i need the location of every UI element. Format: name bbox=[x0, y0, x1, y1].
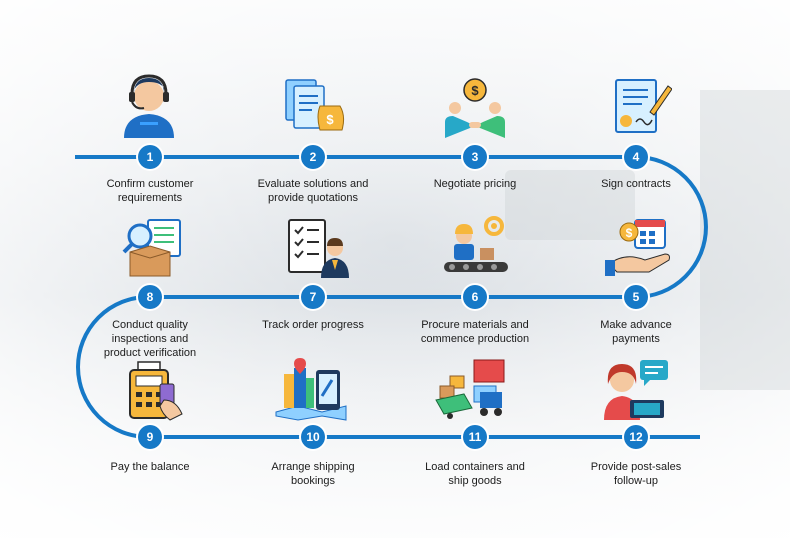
ceiling-unit bbox=[505, 170, 635, 240]
step-label-12: Provide post-sales follow-up bbox=[590, 461, 682, 487]
step-label-10: Arrange shipping bookings bbox=[271, 461, 355, 487]
production-line-icon bbox=[444, 216, 508, 272]
quotation-documents-icon: $ bbox=[285, 79, 345, 131]
step-label-11: Load containers and ship goods bbox=[425, 461, 525, 487]
step-label-4: Sign contracts bbox=[601, 178, 671, 190]
step-badge-6: 6 bbox=[463, 285, 487, 309]
step-label-9: Pay the balance bbox=[110, 461, 190, 473]
step-badge-10: 10 bbox=[301, 425, 325, 449]
step-badge-3: 3 bbox=[463, 145, 487, 169]
step-badge-1: 1 bbox=[138, 145, 162, 169]
step-label-3: Negotiate pricing bbox=[433, 178, 517, 190]
payment-hand-icon: $ bbox=[605, 219, 670, 276]
step-badge-2: 2 bbox=[301, 145, 325, 169]
step-label-1: Confirm customer requirements bbox=[106, 178, 194, 204]
step-badge-5: 5 bbox=[624, 285, 648, 309]
quality-inspection-icon bbox=[122, 219, 181, 277]
step-label-8: Conduct quality inspections and product … bbox=[103, 319, 197, 359]
support-agent-icon bbox=[604, 360, 668, 420]
handshake-negotiation-icon: $ bbox=[445, 78, 505, 138]
customer-service-agent-icon bbox=[124, 74, 174, 138]
wall-panel bbox=[700, 90, 790, 390]
svg-text:$: $ bbox=[326, 112, 334, 127]
svg-text:$: $ bbox=[626, 226, 633, 240]
step-badge-4: 4 bbox=[624, 145, 648, 169]
contract-signing-icon bbox=[615, 79, 672, 133]
step-badge-8: 8 bbox=[138, 285, 162, 309]
step-label-6: Procure materials and commence productio… bbox=[420, 319, 530, 345]
step-badge-7: 7 bbox=[301, 285, 325, 309]
cargo-truck-forklift-icon bbox=[435, 359, 505, 419]
step-label-7: Track order progress bbox=[262, 319, 364, 331]
svg-text:$: $ bbox=[471, 83, 479, 98]
step-badge-9: 9 bbox=[138, 425, 162, 449]
shipping-booking-map-icon bbox=[275, 358, 347, 421]
order-tracking-checklist-icon bbox=[288, 219, 349, 278]
step-label-5: Make advance payments bbox=[600, 319, 672, 345]
step-label-2: Evaluate solutions and provide quotation… bbox=[257, 178, 369, 204]
step-badge-12: 12 bbox=[624, 425, 648, 449]
step-badge-11: 11 bbox=[463, 425, 487, 449]
payment-terminal-icon bbox=[129, 361, 183, 421]
